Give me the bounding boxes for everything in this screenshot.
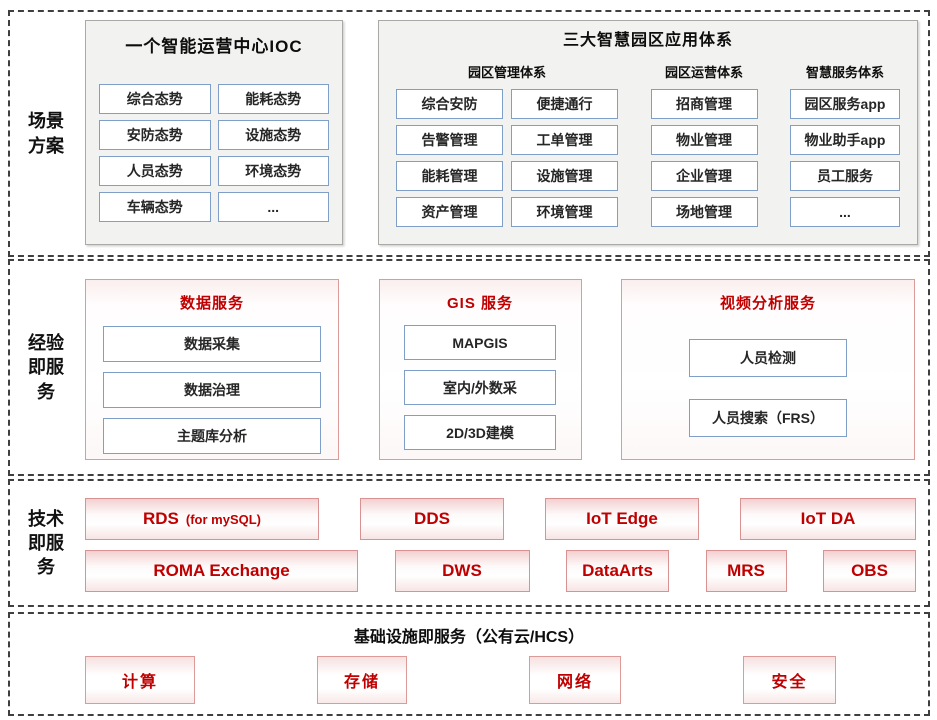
apps-panel-title: 三大智慧园区应用体系 bbox=[562, 32, 733, 49]
park-mgmt-chip: 环境管理 bbox=[511, 197, 618, 227]
gis-chip: MAPGIS bbox=[404, 325, 556, 360]
data-svc-chip: 数据治理 bbox=[103, 372, 321, 408]
ioc-chip: 设施态势 bbox=[217, 120, 329, 150]
dataarts-box: DataArts bbox=[566, 550, 669, 592]
dws-box: DWS bbox=[394, 550, 530, 592]
rds-label: RDS bbox=[142, 509, 179, 528]
park-operation-grid: 招商管理 物业管理 企业管理 场地管理 bbox=[650, 89, 758, 227]
ioc-chip: 综合态势 bbox=[99, 84, 211, 114]
park-mgmt-chip: 资产管理 bbox=[396, 197, 503, 227]
group-smart-service: 智慧服务体系 园区服务app 物业助手app 员工服务 ... bbox=[790, 62, 900, 227]
iot-edge-box: IoT Edge bbox=[545, 498, 699, 540]
rds-box: RDS (for mySQL) bbox=[85, 498, 319, 540]
park-mgmt-chip: 综合安防 bbox=[396, 89, 503, 119]
park-ops-chip: 场地管理 bbox=[650, 197, 758, 227]
technology-content: RDS (for mySQL) DDS IoT Edge IoT DA ROMA… bbox=[82, 481, 928, 605]
band-infrastructure: 基础设施即服务（公有云/HCS） 计算 存储 网络 安全 bbox=[8, 612, 930, 716]
data-service-title: 数据服务 bbox=[179, 295, 244, 312]
park-mgmt-chip: 能耗管理 bbox=[396, 161, 503, 191]
data-service-stack: 数据采集 数据治理 主题库分析 bbox=[86, 326, 338, 454]
group-park-operation: 园区运营体系 招商管理 物业管理 企业管理 场地管理 bbox=[650, 62, 758, 227]
apps-panel: 三大智慧园区应用体系 园区管理体系 综合安防 便捷通行 告警管理 工单管理 能耗… bbox=[378, 20, 918, 245]
technology-row-1: RDS (for mySQL) DDS IoT Edge IoT DA bbox=[85, 498, 916, 540]
gis-chip: 2D/3D建模 bbox=[404, 415, 556, 450]
gis-service-panel: GIS 服务 MAPGIS 室内/外数采 2D/3D建模 bbox=[378, 279, 582, 460]
group-park-operation-subtitle: 园区运营体系 bbox=[664, 65, 743, 80]
park-ops-chip: 招商管理 bbox=[650, 89, 758, 119]
group-smart-service-subtitle: 智慧服务体系 bbox=[805, 65, 884, 80]
gis-service-title: GIS 服务 bbox=[446, 295, 513, 312]
smart-service-grid: 园区服务app 物业助手app 员工服务 ... bbox=[790, 89, 900, 227]
experience-content: 数据服务 数据采集 数据治理 主题库分析 GIS 服务 MAPGIS 室内/外数… bbox=[82, 261, 928, 474]
apps-columns: 园区管理体系 综合安防 便捷通行 告警管理 工单管理 能耗管理 设施管理 资产管… bbox=[379, 62, 917, 227]
group-park-management-subtitle: 园区管理体系 bbox=[467, 65, 546, 80]
smart-svc-chip: 物业助手app bbox=[790, 125, 900, 155]
dds-box: DDS bbox=[360, 498, 504, 540]
iaas-title: 基础设施即服务（公有云/HCS） bbox=[353, 629, 585, 646]
video-analysis-panel: 视频分析服务 人员检测 人员搜索（FRS） bbox=[621, 279, 915, 460]
iot-da-box: IoT DA bbox=[740, 498, 916, 540]
park-mgmt-chip: 便捷通行 bbox=[511, 89, 618, 119]
band-technology: 技术 即服 务 RDS (for mySQL) DDS IoT Edge IoT… bbox=[8, 479, 930, 607]
storage-box: 存储 bbox=[317, 656, 407, 704]
iaas-row: 计算 存储 网络 安全 bbox=[10, 656, 928, 704]
network-box: 网络 bbox=[529, 656, 621, 704]
video-analysis-stack: 人员检测 人员搜索（FRS） bbox=[622, 339, 914, 437]
park-ops-chip: 物业管理 bbox=[650, 125, 758, 155]
ioc-chip: 安防态势 bbox=[99, 120, 211, 150]
ioc-chip: 车辆态势 bbox=[99, 192, 211, 222]
band-label-experience: 经验 即服 务 bbox=[28, 333, 64, 402]
compute-box: 计算 bbox=[85, 656, 195, 704]
mrs-box: MRS bbox=[705, 550, 787, 592]
scenario-content: 一个智能运营中心IOC 综合态势 能耗态势 安防态势 设施态势 人员态势 环境态… bbox=[82, 12, 928, 255]
park-mgmt-chip: 告警管理 bbox=[396, 125, 503, 155]
obs-box: OBS bbox=[823, 550, 916, 592]
ioc-chip: 人员态势 bbox=[99, 156, 211, 186]
ioc-chip: ... bbox=[217, 192, 329, 222]
park-mgmt-chip: 工单管理 bbox=[511, 125, 618, 155]
data-svc-chip: 主题库分析 bbox=[103, 418, 321, 454]
video-chip: 人员搜索（FRS） bbox=[689, 399, 847, 437]
technology-row-2: ROMA Exchange DWS DataArts MRS OBS bbox=[85, 550, 916, 592]
data-svc-chip: 数据采集 bbox=[103, 326, 321, 362]
roma-exchange-box: ROMA Exchange bbox=[85, 550, 358, 592]
infrastructure-content: 基础设施即服务（公有云/HCS） 计算 存储 网络 安全 bbox=[10, 614, 928, 714]
video-chip: 人员检测 bbox=[689, 339, 847, 377]
ioc-chip: 能耗态势 bbox=[217, 84, 329, 114]
park-management-grid: 综合安防 便捷通行 告警管理 工单管理 能耗管理 设施管理 资产管理 环境管理 bbox=[396, 89, 618, 227]
rds-suffix-label: (for mySQL) bbox=[185, 511, 262, 527]
band-experience: 经验 即服 务 数据服务 数据采集 数据治理 主题库分析 GIS 服务 MAPG… bbox=[8, 259, 930, 476]
band-label-technology: 技术 即服 务 bbox=[28, 508, 64, 578]
gis-service-stack: MAPGIS 室内/外数采 2D/3D建模 bbox=[380, 325, 581, 450]
smart-svc-chip: ... bbox=[790, 197, 900, 227]
ioc-panel: 一个智能运营中心IOC 综合态势 能耗态势 安防态势 设施态势 人员态势 环境态… bbox=[85, 20, 343, 245]
smart-svc-chip: 园区服务app bbox=[790, 89, 900, 119]
video-analysis-title: 视频分析服务 bbox=[719, 295, 816, 312]
gis-chip: 室内/外数采 bbox=[404, 370, 556, 405]
park-mgmt-chip: 设施管理 bbox=[511, 161, 618, 191]
security-box: 安全 bbox=[743, 656, 836, 704]
smart-svc-chip: 员工服务 bbox=[790, 161, 900, 191]
group-park-management: 园区管理体系 综合安防 便捷通行 告警管理 工单管理 能耗管理 设施管理 资产管… bbox=[396, 62, 618, 227]
band-label-scenario: 场景 方案 bbox=[28, 111, 64, 156]
ioc-grid: 综合态势 能耗态势 安防态势 设施态势 人员态势 环境态势 车辆态势 ... bbox=[99, 84, 329, 222]
ioc-panel-title: 一个智能运营中心IOC bbox=[125, 37, 303, 56]
data-service-panel: 数据服务 数据采集 数据治理 主题库分析 bbox=[85, 279, 339, 460]
band-scenario: 场景 方案 一个智能运营中心IOC 综合态势 能耗态势 安防态势 设施态势 人员… bbox=[8, 10, 930, 257]
ioc-chip: 环境态势 bbox=[217, 156, 329, 186]
park-ops-chip: 企业管理 bbox=[650, 161, 758, 191]
